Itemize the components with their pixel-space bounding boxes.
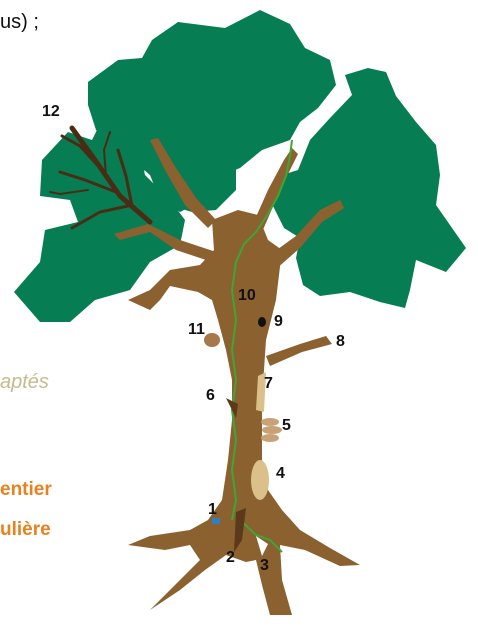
label-12: 12: [42, 104, 60, 120]
top-text-fragment: us) ;: [0, 12, 39, 32]
mark-1: [212, 518, 220, 524]
label-4: 4: [276, 466, 285, 482]
wound-4: [251, 460, 269, 500]
label-3: 3: [260, 558, 269, 574]
label-11: 11: [188, 322, 205, 338]
orange-text-line-1: entier: [0, 480, 52, 499]
label-2: 2: [226, 550, 235, 566]
label-8: 8: [336, 334, 345, 350]
fungus-5: [261, 418, 282, 442]
italic-text-fragment: aptés: [0, 372, 49, 392]
label-9: 9: [274, 314, 283, 330]
hole-9: [258, 317, 266, 327]
label-6: 6: [206, 388, 215, 404]
branch-8: [266, 336, 332, 366]
label-1: 1: [208, 502, 217, 518]
label-7: 7: [264, 376, 273, 392]
label-10: 10: [238, 288, 256, 304]
orange-text-line-2: ulière: [0, 520, 51, 539]
stub-11: [204, 333, 220, 347]
label-5: 5: [282, 418, 291, 434]
